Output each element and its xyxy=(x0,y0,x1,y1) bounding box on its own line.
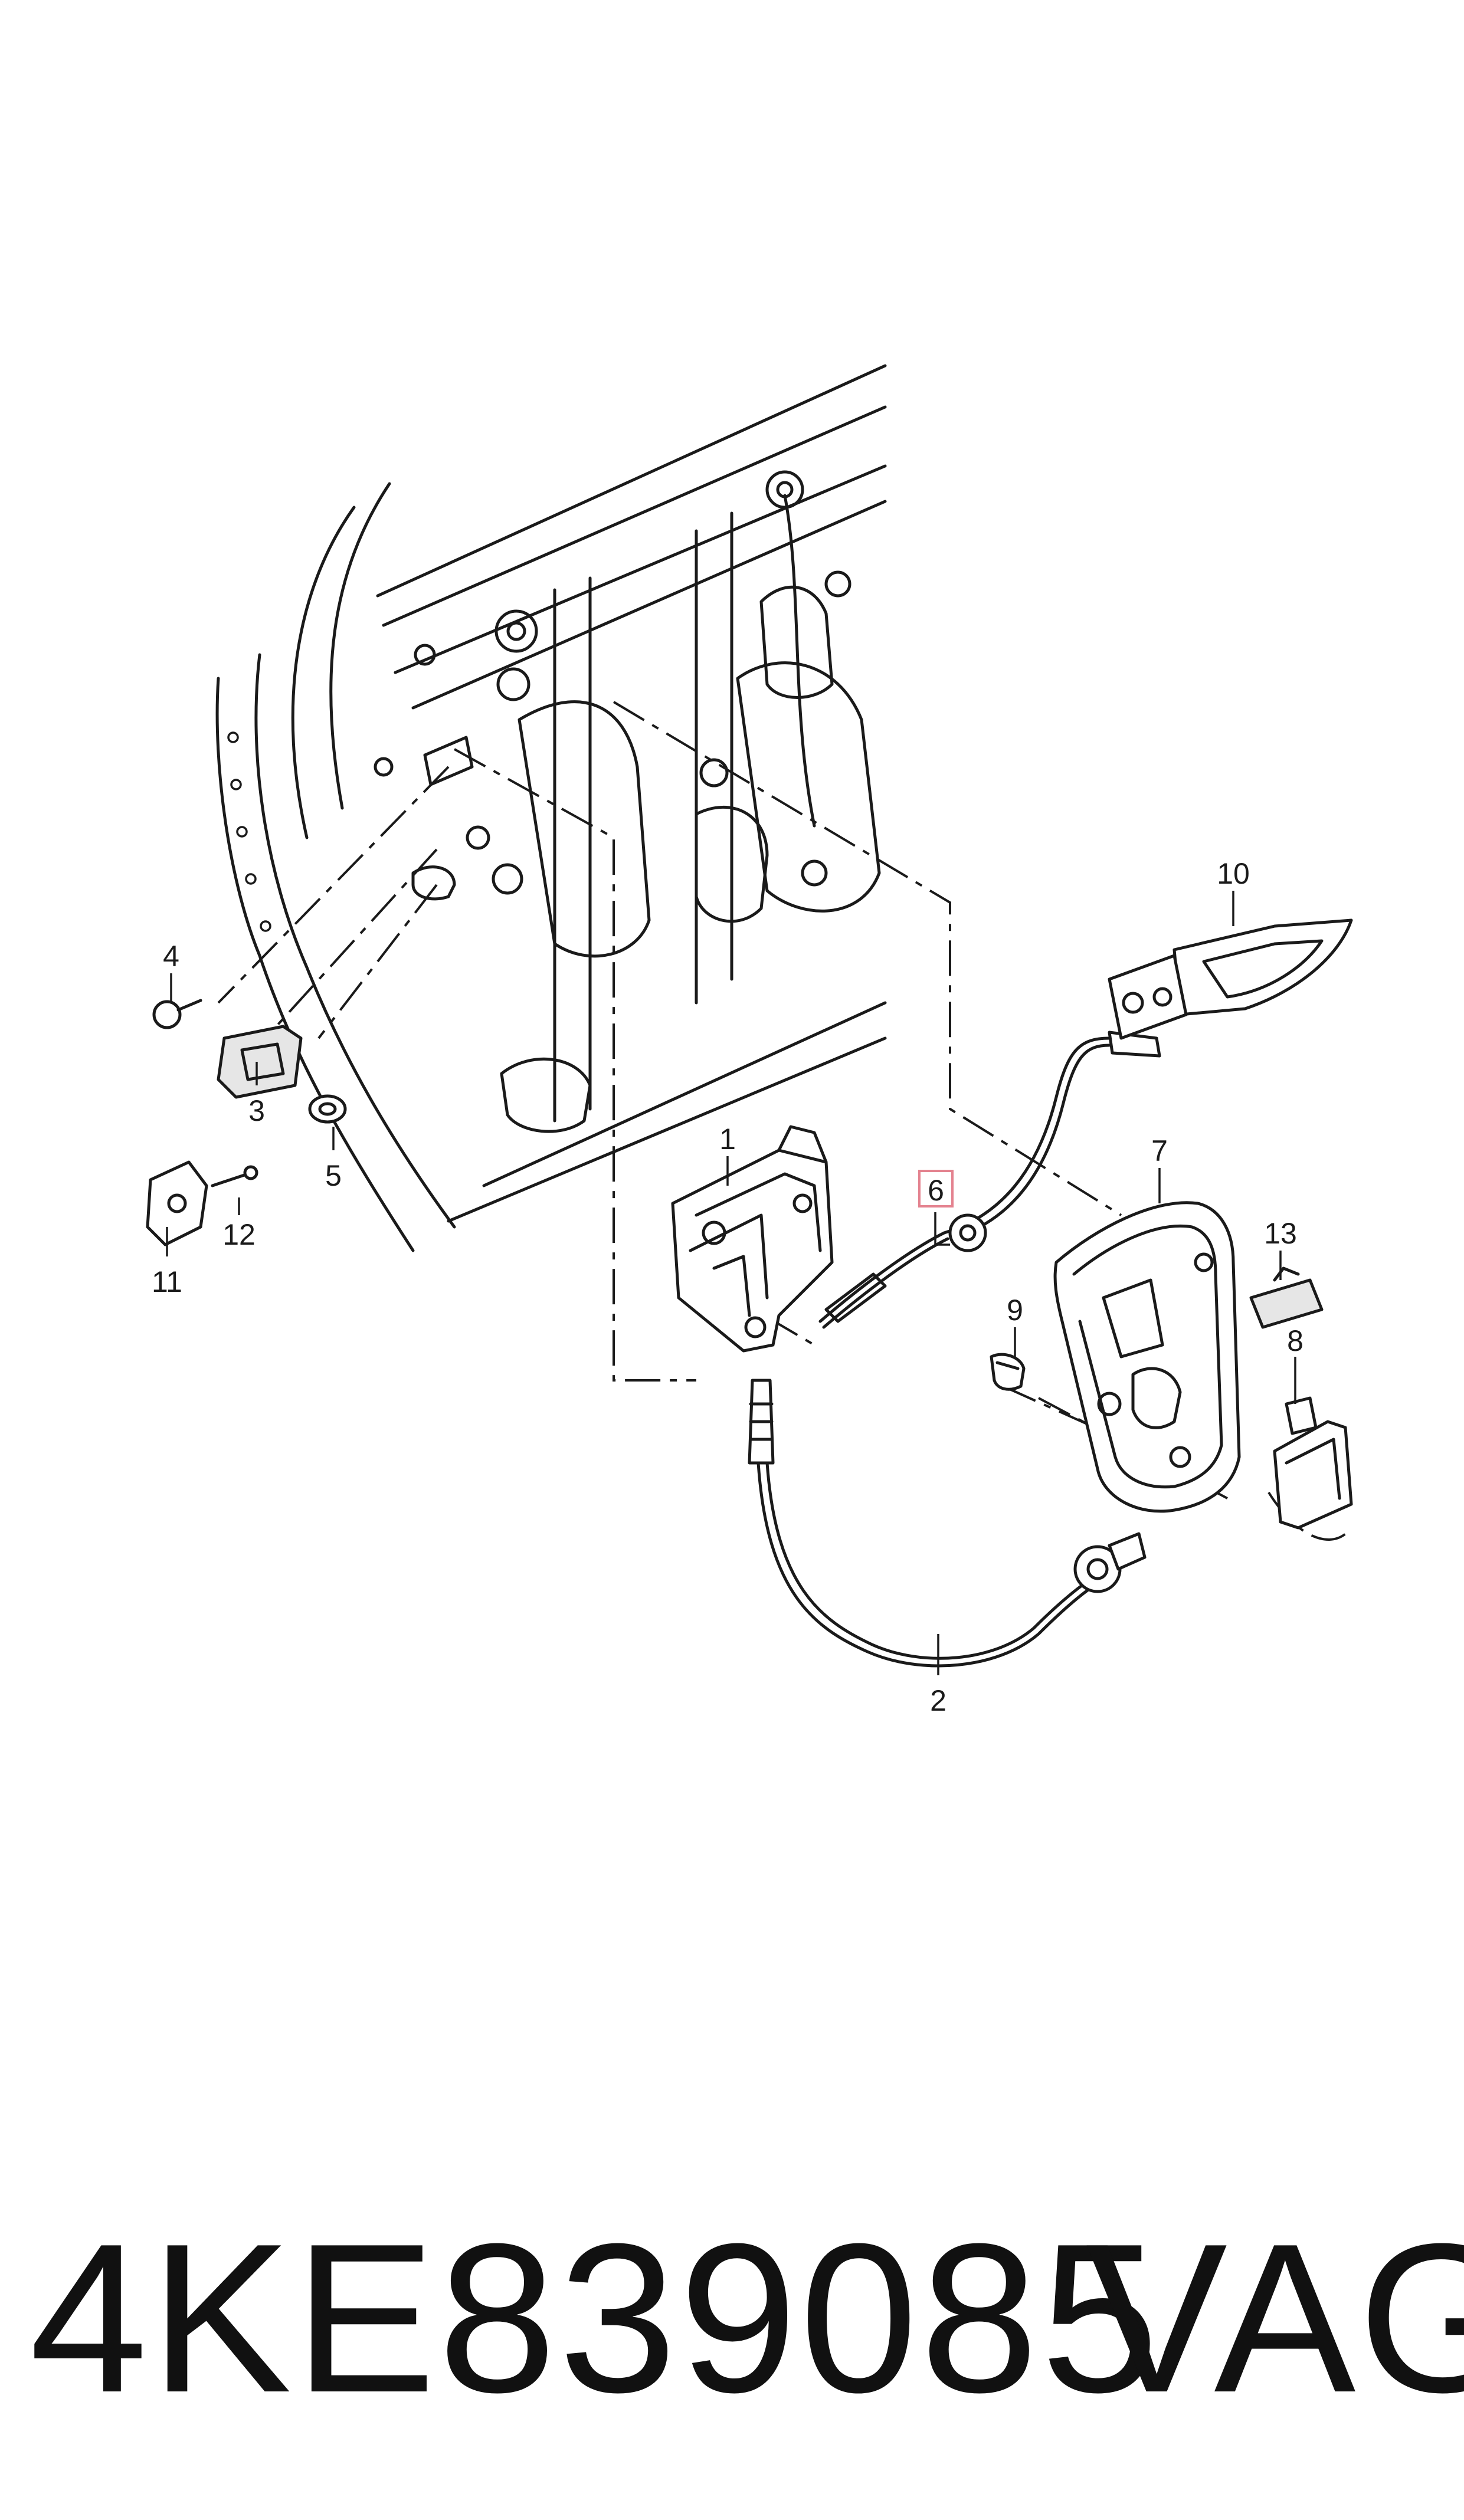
actuator-part-8 xyxy=(1273,1396,1353,1530)
callout-4[interactable]: 4 xyxy=(163,940,179,973)
callout-8[interactable]: 8 xyxy=(1287,1324,1303,1357)
door-handle-part xyxy=(1108,918,1353,1040)
door-lock-part xyxy=(671,1125,834,1353)
callout-9[interactable]: 9 xyxy=(1007,1294,1023,1327)
callout-6-highlight-box xyxy=(918,1170,954,1208)
callout-labels: 1 2 3 4 5 6 7 8 9 10 11 12 13 xyxy=(152,857,1303,1717)
callout-1[interactable]: 1 xyxy=(719,1123,736,1156)
door-check-part-11 xyxy=(146,1160,208,1246)
callout-7[interactable]: 7 xyxy=(1151,1134,1168,1167)
callout-leaders xyxy=(166,891,1296,1675)
brand-text: VAG xyxy=(1086,2200,1464,2437)
bolt-part-12 xyxy=(211,1165,258,1187)
callout-6[interactable]: 6 xyxy=(928,1174,944,1207)
grommet-part-9 xyxy=(990,1353,1026,1391)
striker-part-3 xyxy=(217,1025,303,1099)
panel-cover-part xyxy=(1053,1201,1241,1513)
exploded-parts-diagram: 1 2 3 4 5 6 7 8 9 10 11 12 13 xyxy=(146,364,1353,1717)
callout-11[interactable]: 11 xyxy=(152,1265,182,1298)
callout-2[interactable]: 2 xyxy=(930,1684,946,1717)
screw-part-4 xyxy=(152,999,202,1029)
release-cable-part xyxy=(818,1031,1161,1329)
outer-cable-part xyxy=(748,1379,1147,1668)
clip-part-13 xyxy=(1249,1266,1324,1329)
callout-12[interactable]: 12 xyxy=(222,1218,256,1251)
callout-13[interactable]: 13 xyxy=(1264,1217,1297,1250)
caption-bar: 4KE839085 VAG xyxy=(0,2194,1464,2442)
callout-3[interactable]: 3 xyxy=(248,1094,265,1127)
callout-10[interactable]: 10 xyxy=(1217,857,1250,890)
washer-part-5 xyxy=(308,1094,347,1124)
part-number-text: 4KE839085 xyxy=(30,2200,1161,2437)
door-inner-panel xyxy=(215,364,887,1252)
callout-5[interactable]: 5 xyxy=(325,1159,342,1192)
